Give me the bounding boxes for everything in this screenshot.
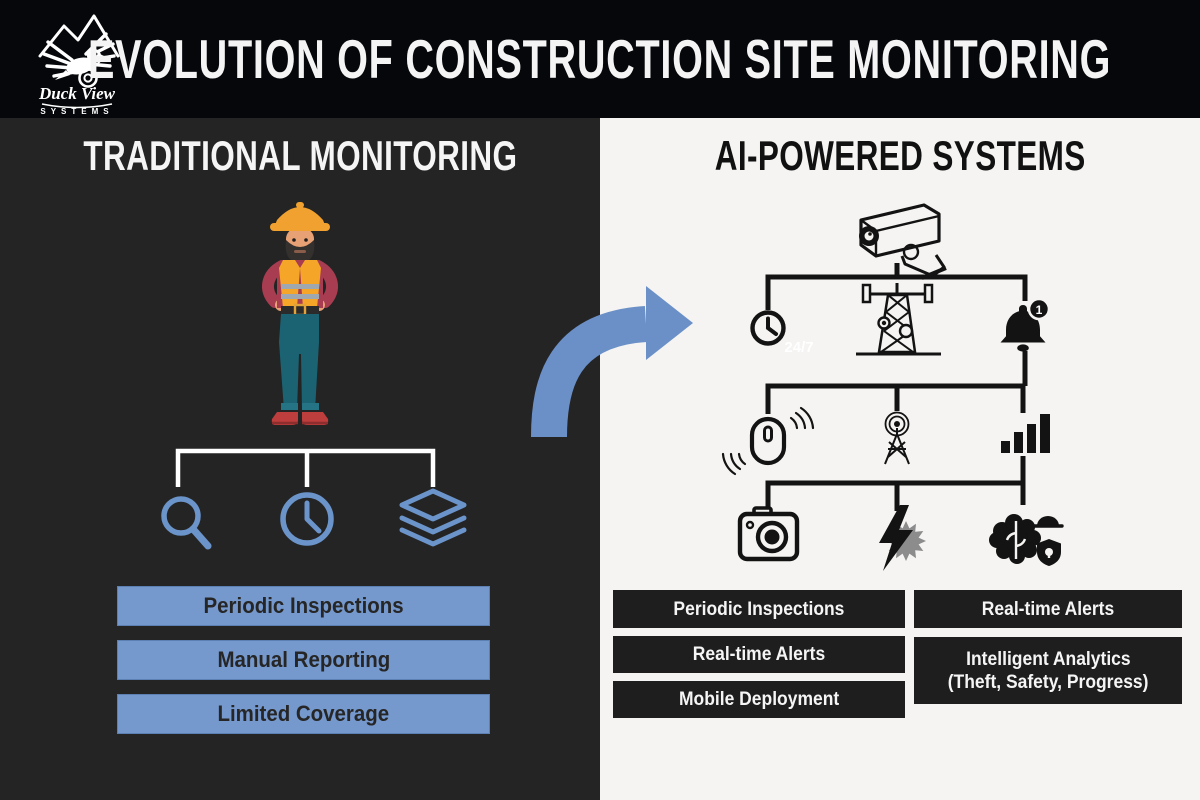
ai-label-box: Mobile Deployment bbox=[613, 681, 905, 718]
ai-title: AI-POWERED SYSTEMS bbox=[714, 132, 1086, 179]
bracket-lines bbox=[175, 448, 436, 487]
signal-bars-icon bbox=[1001, 414, 1050, 453]
hard-hat-icon bbox=[275, 207, 325, 225]
logo-name: Duck View bbox=[38, 84, 116, 103]
traditional-title: TRADITIONAL MONITORING bbox=[82, 132, 518, 179]
clock-icon bbox=[280, 492, 334, 546]
hard-hat-mini-icon bbox=[1032, 512, 1064, 528]
page-title: EVOLUTION OF CONSTRUCTION SITE MONITORIN… bbox=[88, 28, 1112, 90]
ai-label-box: Periodic Inspections bbox=[613, 590, 905, 628]
held-camera-icon bbox=[78, 59, 102, 88]
layers-icon bbox=[399, 488, 467, 547]
bell-badge-count: 1 bbox=[1036, 303, 1043, 317]
clock-icon bbox=[750, 310, 786, 346]
header-bar: Duck View SYSTEMS EVOLUTION OF CONSTRUCT… bbox=[0, 0, 1200, 118]
mountains-icon bbox=[38, 14, 120, 58]
solar-power-icon bbox=[879, 505, 926, 571]
cell-tower-icon bbox=[856, 283, 941, 356]
shield-mini-icon bbox=[1037, 539, 1061, 566]
ai-label-box: Real-time Alerts bbox=[914, 590, 1182, 628]
ai-brain-icon bbox=[989, 512, 1064, 566]
cctv-camera-icon bbox=[859, 203, 947, 280]
notification-bell-icon: 1 bbox=[1000, 297, 1051, 352]
traditional-label-bar: Periodic Inspections bbox=[117, 586, 490, 626]
traditional-panel: TRADITIONAL MONITORING bbox=[0, 118, 600, 800]
photo-camera-icon bbox=[737, 506, 800, 562]
ai-label-box: Intelligent Analytics (Theft, Safety, Pr… bbox=[914, 637, 1182, 704]
duck-body bbox=[55, 49, 110, 80]
search-icon bbox=[161, 496, 212, 550]
traditional-label-bar: Manual Reporting bbox=[117, 640, 490, 680]
ai-panel: AI-POWERED SYSTEMS bbox=[600, 118, 1200, 800]
availability-label: 24/7 bbox=[784, 339, 813, 356]
traditional-tree bbox=[161, 448, 467, 550]
traditional-label-bar: Limited Coverage bbox=[117, 694, 490, 734]
logo-subtitle: SYSTEMS bbox=[40, 107, 113, 116]
wireless-mouse-icon bbox=[721, 406, 815, 476]
transition-arrow-icon bbox=[531, 286, 693, 438]
ai-tree: 24/7 1 bbox=[721, 203, 1064, 571]
duck-view-logo: Duck View SYSTEMS bbox=[38, 14, 120, 116]
bracket-lines bbox=[765, 263, 1028, 511]
antenna-icon bbox=[884, 411, 910, 465]
construction-worker-illustration bbox=[262, 202, 338, 425]
ai-label-box: Real-time Alerts bbox=[613, 636, 905, 673]
